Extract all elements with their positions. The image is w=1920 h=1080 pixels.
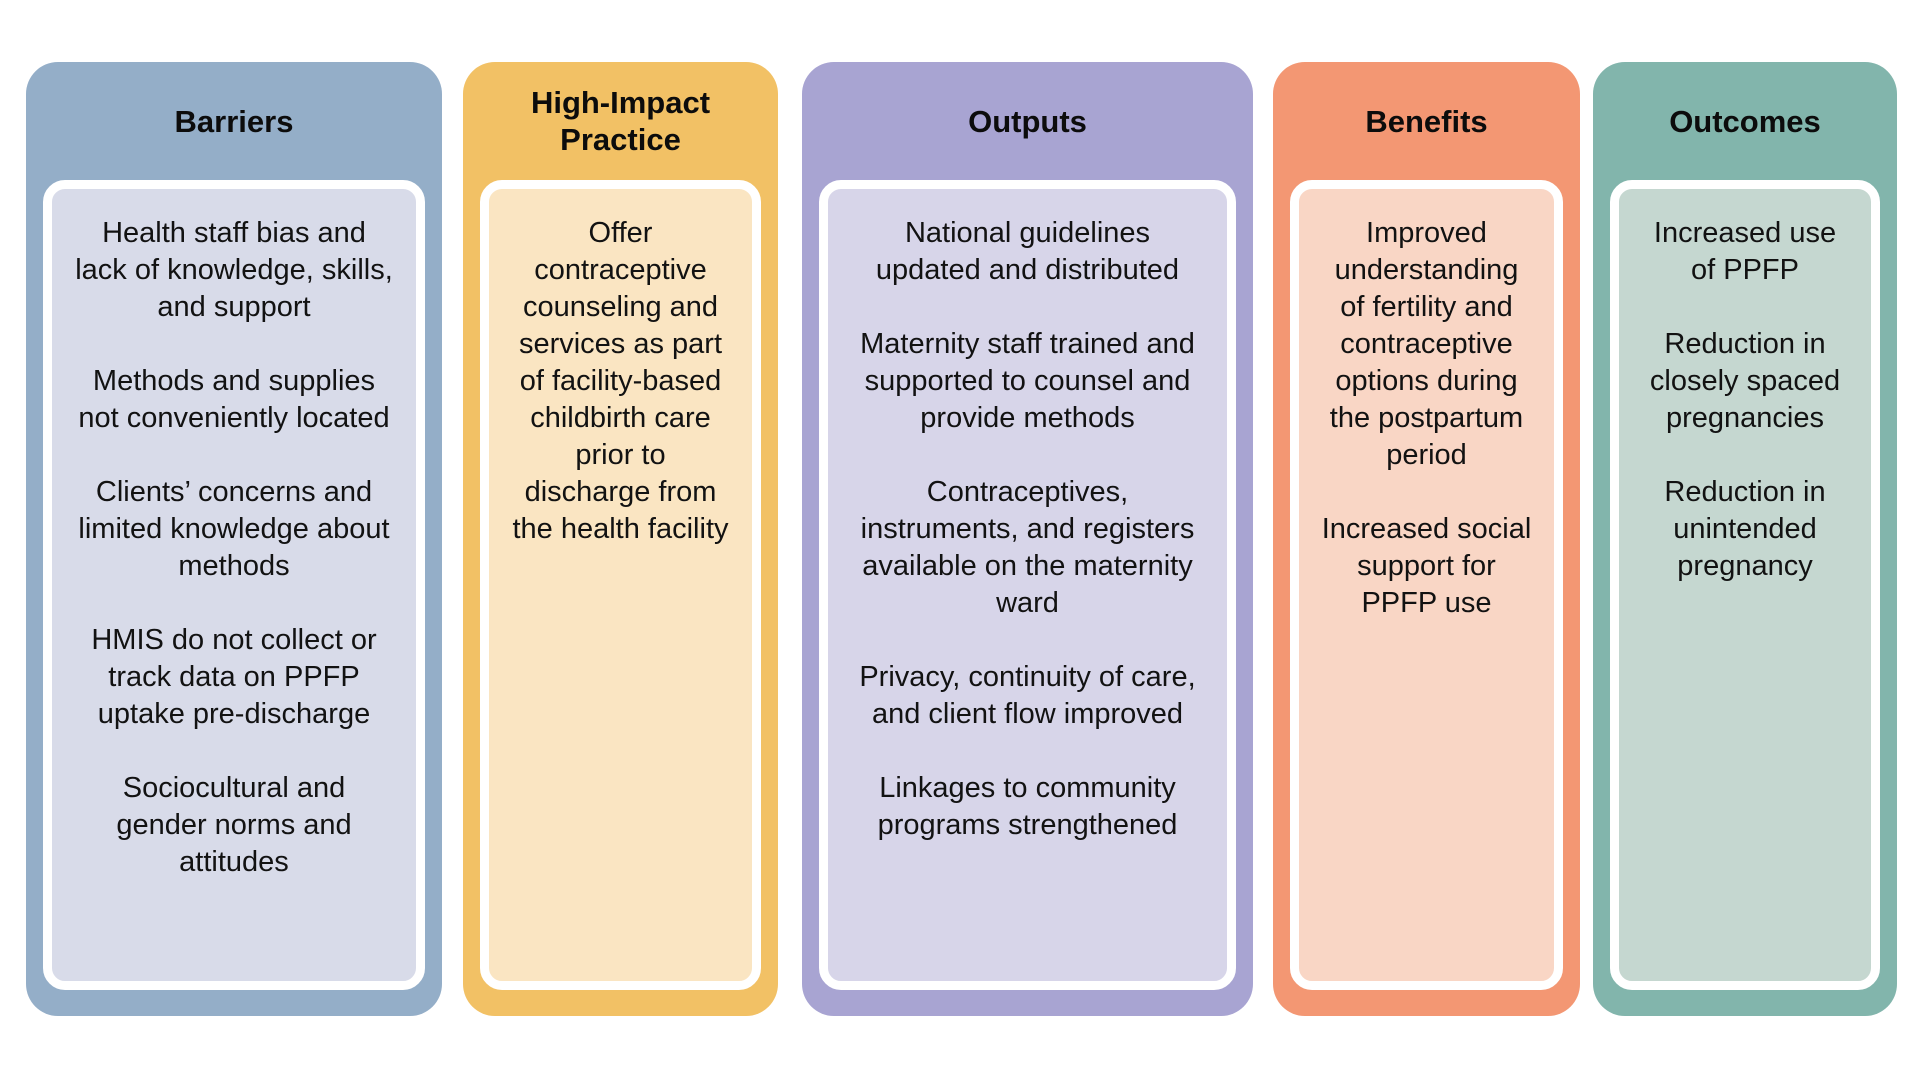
column-body-barriers: Health staff bias and lack of knowledge,… <box>43 180 425 990</box>
outputs-item-4: Privacy, continuity of care, and client … <box>859 661 1196 730</box>
outputs-item-2: Maternity staff trained and supported to… <box>860 328 1195 434</box>
column-body-benefits: Improved understanding of fertility and … <box>1290 180 1563 990</box>
column-outcomes: Outcomes Increased use of PPFP Reduction… <box>1593 62 1897 1016</box>
outputs-item-5: Linkages to community programs strengthe… <box>877 772 1178 841</box>
column-benefits: Benefits Improved understanding of ferti… <box>1273 62 1580 1016</box>
outputs-item-3: Contraceptives, instruments, and registe… <box>860 476 1195 619</box>
barriers-item-1: Health staff bias and lack of knowledge,… <box>75 217 393 323</box>
barriers-item-5: Sociocultural and gender norms and attit… <box>116 772 352 878</box>
column-body-outputs: National guidelines updated and distribu… <box>819 180 1236 990</box>
column-header-outputs: Outputs <box>968 103 1087 139</box>
benefits-item-1: Improved understanding of fertility and … <box>1329 217 1524 471</box>
column-body-high-impact-practice: Offer contraceptive counseling and servi… <box>480 180 761 990</box>
high-impact-practice-item-1: Offer contraceptive counseling and servi… <box>512 217 729 545</box>
barriers-item-2: Methods and supplies not conveniently lo… <box>78 365 390 434</box>
column-header-barriers: Barriers <box>174 103 294 139</box>
benefits-item-2: Increased social support for PPFP use <box>1321 513 1532 619</box>
barriers-item-3: Clients’ concerns and limited knowledge … <box>78 476 390 582</box>
column-header-benefits: Benefits <box>1365 103 1488 139</box>
barriers-item-4: HMIS do not collect or track data on PPF… <box>91 624 377 730</box>
column-high-impact-practice: High-Impact Practice Offer contraceptive… <box>463 62 778 1016</box>
column-header-high-impact-practice: High-Impact Practice <box>530 85 711 157</box>
column-body-outcomes: Increased use of PPFP Reduction in close… <box>1610 180 1880 990</box>
column-outputs: Outputs National guidelines updated and … <box>802 62 1253 1016</box>
column-barriers: Barriers Health staff bias and lack of k… <box>26 62 442 1016</box>
column-header-outcomes: Outcomes <box>1669 103 1821 139</box>
outcomes-item-2: Reduction in closely spaced pregnancies <box>1649 328 1841 434</box>
outputs-item-1: National guidelines updated and distribu… <box>875 217 1180 286</box>
outcomes-item-3: Reduction in unintended pregnancy <box>1664 476 1826 582</box>
outcomes-item-1: Increased use of PPFP <box>1653 217 1837 286</box>
